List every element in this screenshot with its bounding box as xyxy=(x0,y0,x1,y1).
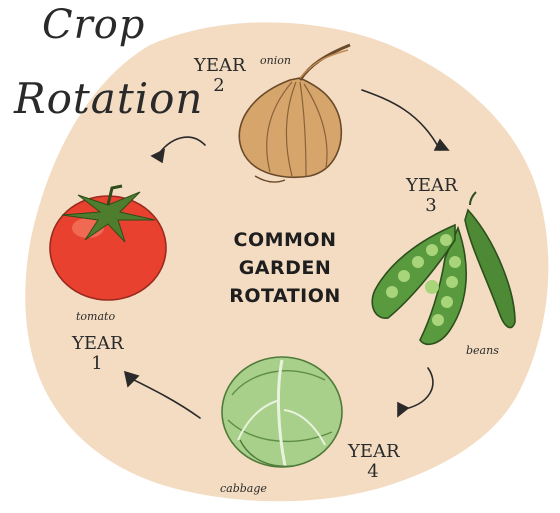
crop-label-cabbage: cabbage xyxy=(220,482,267,495)
year-number-1: 1 xyxy=(72,354,122,374)
year-word-3: YEAR xyxy=(406,175,458,196)
cabbage-icon xyxy=(222,357,342,467)
crop-label-onion: onion xyxy=(260,54,291,67)
crop-label-beans: beans xyxy=(466,344,499,357)
year-label-1: YEAR 1 xyxy=(72,334,122,374)
year-word-1: YEAR xyxy=(72,333,124,354)
crop-label-tomato: tomato xyxy=(76,310,115,323)
year-word-2: YEAR xyxy=(194,55,246,76)
year-label-3: YEAR 3 xyxy=(406,176,456,216)
year-label-4: YEAR 4 xyxy=(348,442,398,482)
year-number-4: 4 xyxy=(348,462,398,482)
year-number-3: 3 xyxy=(406,196,456,216)
onion-icon xyxy=(239,45,350,182)
tomato-icon xyxy=(50,186,166,300)
year-number-2: 2 xyxy=(194,76,244,96)
year-word-4: YEAR xyxy=(348,441,400,462)
year-label-2: YEAR 2 xyxy=(194,56,244,96)
